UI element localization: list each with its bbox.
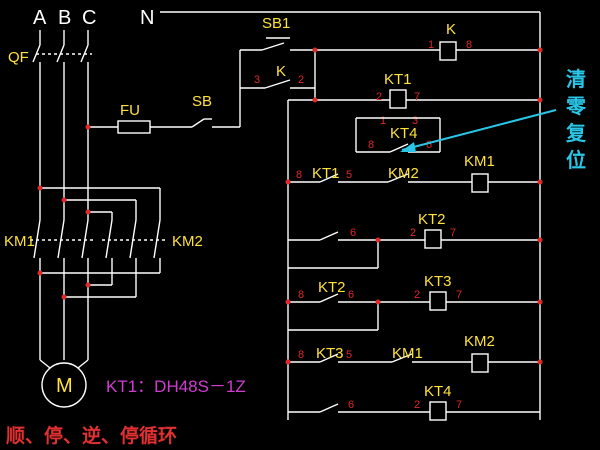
km2-contact-label: KM2 (388, 165, 419, 182)
kt1-coil-label: KT1 (384, 71, 412, 88)
kt1-coil (389, 89, 407, 109)
pin-3: 3 (254, 74, 260, 86)
qf-label: QF (8, 49, 29, 66)
km2-main-contacts (102, 219, 166, 259)
power-nodes (37, 124, 91, 300)
pin-r5-2: 2 (414, 399, 420, 411)
sb-label: SB (192, 93, 212, 110)
control-nodes (285, 47, 543, 365)
pin-r3-2: 2 (414, 289, 420, 301)
note-char-1: 清 (566, 67, 586, 91)
neutral-label: N (140, 7, 154, 29)
km1-coil (471, 173, 489, 193)
km1-coil-label: KM1 (464, 153, 495, 170)
pin-r5-6: 6 (348, 399, 354, 411)
control-circuit: SB SB1 3 2 K K 1 8 KT1 2 7 1 3 (160, 11, 587, 421)
phase-b-label: B (58, 7, 71, 29)
k-coil-label: K (446, 21, 456, 38)
pin-r2-2: 2 (410, 227, 416, 239)
pin-r4-8: 8 (298, 349, 304, 361)
pin-2: 2 (298, 74, 304, 86)
kt2-contact-label: KT2 (318, 279, 346, 296)
pin-kt1-7: 7 (414, 91, 420, 103)
km2-label: KM2 (172, 233, 203, 250)
kt4-coil (429, 401, 447, 421)
kt1-contact-label: KT1 (312, 165, 340, 182)
km2-coil-label: KM2 (464, 333, 495, 350)
pin-r4-5: 5 (346, 349, 352, 361)
pin-r5-7: 7 (456, 399, 462, 411)
km1-contact-label: KM1 (392, 345, 423, 362)
k-coil (439, 41, 457, 61)
pin-r3-7: 7 (456, 289, 462, 301)
pin-kt1-2: 2 (376, 91, 382, 103)
pin-kt4-6: 6 (426, 139, 432, 151)
qf-breaker (32, 44, 92, 70)
note-char-4: 位 (566, 148, 586, 172)
phase-c-label: C (82, 7, 96, 29)
km2-coil (471, 353, 489, 373)
km1-main-contacts (30, 219, 94, 259)
pin-r3-8: 8 (298, 289, 304, 301)
power-circuit: A B C N QF FU (4, 7, 203, 408)
note-char-2: 零 (565, 94, 587, 118)
model-label: KT1：DH48S－1Z (106, 377, 246, 396)
pin-kt1-3: 3 (412, 115, 418, 127)
kt3-coil (429, 291, 447, 311)
sb1-label: SB1 (262, 15, 290, 32)
kt2-coil (424, 229, 442, 249)
motor-label: M (56, 375, 73, 397)
pin-r1-5: 5 (346, 169, 352, 181)
pin-k8: 8 (466, 39, 472, 51)
pin-r3-6: 6 (348, 289, 354, 301)
pin-r2-7: 7 (450, 227, 456, 239)
k-contact-label: K (276, 63, 286, 80)
pin-r1-8: 8 (296, 169, 302, 181)
pin-k1: 1 (428, 39, 434, 51)
caption: 顺、停、逆、停循环 (6, 424, 177, 447)
kt3-contact-label: KT3 (316, 345, 344, 362)
note-char-3: 复 (565, 121, 587, 145)
phase-a-label: A (33, 7, 47, 29)
pin-kt4-8: 8 (368, 139, 374, 151)
motor (41, 362, 87, 408)
kt4-contact-label: KT4 (390, 125, 418, 142)
pin-r2-6: 6 (350, 227, 356, 239)
kt3-coil-label: KT3 (424, 273, 452, 290)
fu-fuse (117, 120, 151, 134)
kt4-coil-label: KT4 (424, 383, 452, 400)
fu-label: FU (120, 102, 140, 119)
km1-label: KM1 (4, 233, 35, 250)
pin-kt1-1: 1 (380, 115, 386, 127)
kt2-coil-label: KT2 (418, 211, 446, 228)
